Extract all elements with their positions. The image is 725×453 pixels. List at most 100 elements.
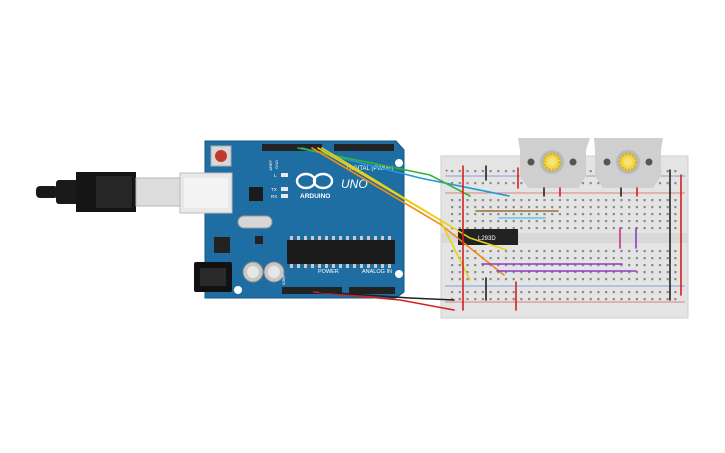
breadboard-hole[interactable]: [643, 199, 646, 202]
breadboard-hole[interactable]: [451, 170, 454, 173]
breadboard-hole[interactable]: [581, 264, 585, 267]
breadboard-hole[interactable]: [605, 206, 608, 209]
breadboard-hole[interactable]: [528, 227, 531, 230]
breadboard-hole[interactable]: [481, 170, 484, 173]
breadboard-hole[interactable]: [474, 278, 477, 281]
breadboard-hole[interactable]: [497, 206, 500, 209]
breadboard-hole[interactable]: [551, 291, 554, 294]
breadboard-hole[interactable]: [528, 213, 531, 216]
breadboard-hole[interactable]: [581, 257, 585, 260]
breadboard-hole[interactable]: [581, 213, 585, 216]
breadboard-hole[interactable]: [512, 291, 515, 294]
breadboard-hole[interactable]: [512, 227, 515, 230]
breadboard-hole[interactable]: [504, 199, 508, 202]
breadboard-hole[interactable]: [451, 182, 454, 185]
breadboard-hole[interactable]: [612, 257, 615, 260]
breadboard-hole[interactable]: [512, 170, 515, 173]
breadboard-hole[interactable]: [497, 220, 500, 223]
breadboard-hole[interactable]: [612, 213, 615, 216]
breadboard-hole[interactable]: [635, 278, 638, 281]
breadboard-hole[interactable]: [528, 257, 531, 260]
breadboard-hole[interactable]: [597, 264, 600, 267]
breadboard-hole[interactable]: [628, 206, 631, 209]
wire-yellow-2[interactable]: [321, 147, 508, 251]
breadboard-hole[interactable]: [643, 250, 646, 253]
breadboard-hole[interactable]: [658, 213, 662, 216]
breadboard-hole[interactable]: [535, 264, 538, 267]
breadboard-hole[interactable]: [651, 213, 654, 216]
breadboard-hole[interactable]: [551, 278, 554, 281]
breadboard-hole[interactable]: [643, 271, 646, 274]
breadboard-hole[interactable]: [512, 278, 515, 281]
breadboard-hole[interactable]: [551, 271, 554, 274]
breadboard-hole[interactable]: [666, 199, 669, 202]
breadboard-hole[interactable]: [651, 227, 654, 230]
breadboard-hole[interactable]: [558, 264, 561, 267]
breadboard-hole[interactable]: [605, 227, 608, 230]
breadboard-hole[interactable]: [635, 264, 638, 267]
breadboard-hole[interactable]: [466, 206, 469, 209]
breadboard-hole[interactable]: [574, 227, 577, 230]
breadboard-hole[interactable]: [628, 227, 631, 230]
breadboard-hole[interactable]: [628, 264, 631, 267]
breadboard-hole[interactable]: [466, 271, 469, 274]
breadboard-hole[interactable]: [558, 199, 561, 202]
breadboard-hole[interactable]: [597, 278, 600, 281]
breadboard-hole[interactable]: [543, 291, 546, 294]
breadboard-hole[interactable]: [520, 199, 523, 202]
breadboard-hole[interactable]: [474, 170, 477, 173]
breadboard-hole[interactable]: [451, 257, 454, 260]
breadboard-hole[interactable]: [658, 220, 662, 223]
breadboard-hole[interactable]: [581, 278, 585, 281]
breadboard-hole[interactable]: [566, 264, 569, 267]
breadboard-hole[interactable]: [597, 257, 600, 260]
breadboard-hole[interactable]: [643, 206, 646, 209]
wire-blue[interactable]: [301, 147, 510, 197]
breadboard-hole[interactable]: [497, 257, 500, 260]
breadboard-hole[interactable]: [458, 291, 461, 294]
breadboard-hole[interactable]: [481, 291, 484, 294]
breadboard-hole[interactable]: [597, 206, 600, 209]
breadboard-hole[interactable]: [466, 199, 469, 202]
breadboard-hole[interactable]: [674, 298, 677, 301]
breadboard-hole[interactable]: [558, 250, 561, 253]
breadboard-hole[interactable]: [458, 206, 461, 209]
breadboard-hole[interactable]: [466, 182, 469, 185]
breadboard-hole[interactable]: [466, 220, 469, 223]
breadboard-hole[interactable]: [605, 220, 608, 223]
breadboard-hole[interactable]: [558, 278, 561, 281]
breadboard-hole[interactable]: [643, 298, 646, 301]
breadboard-hole[interactable]: [466, 278, 469, 281]
breadboard-hole[interactable]: [451, 206, 454, 209]
wire-green[interactable]: [297, 147, 471, 197]
breadboard-hole[interactable]: [458, 220, 461, 223]
breadboard-hole[interactable]: [543, 199, 546, 202]
breadboard-hole[interactable]: [497, 271, 500, 274]
breadboard-hole[interactable]: [574, 220, 577, 223]
breadboard-hole[interactable]: [520, 278, 523, 281]
breadboard-hole[interactable]: [566, 213, 569, 216]
breadboard-hole[interactable]: [628, 213, 631, 216]
breadboard-hole[interactable]: [643, 291, 646, 294]
breadboard-hole[interactable]: [666, 220, 669, 223]
breadboard-hole[interactable]: [574, 291, 577, 294]
breadboard-hole[interactable]: [520, 213, 523, 216]
breadboard-hole[interactable]: [504, 264, 508, 267]
breadboard-hole[interactable]: [589, 250, 592, 253]
breadboard-hole[interactable]: [504, 182, 508, 185]
breadboard-hole[interactable]: [458, 278, 461, 281]
breadboard-hole[interactable]: [558, 220, 561, 223]
breadboard-hole[interactable]: [489, 182, 492, 185]
breadboard-hole[interactable]: [551, 227, 554, 230]
wire-black-main[interactable]: [319, 291, 455, 301]
breadboard-hole[interactable]: [504, 278, 508, 281]
breadboard-hole[interactable]: [589, 199, 592, 202]
breadboard-hole[interactable]: [504, 298, 508, 301]
breadboard-hole[interactable]: [589, 213, 592, 216]
l293d-chip[interactable]: L293D: [458, 229, 518, 245]
breadboard-hole[interactable]: [651, 278, 654, 281]
breadboard-hole[interactable]: [635, 199, 638, 202]
breadboard-hole[interactable]: [489, 220, 492, 223]
breadboard-hole[interactable]: [543, 250, 546, 253]
